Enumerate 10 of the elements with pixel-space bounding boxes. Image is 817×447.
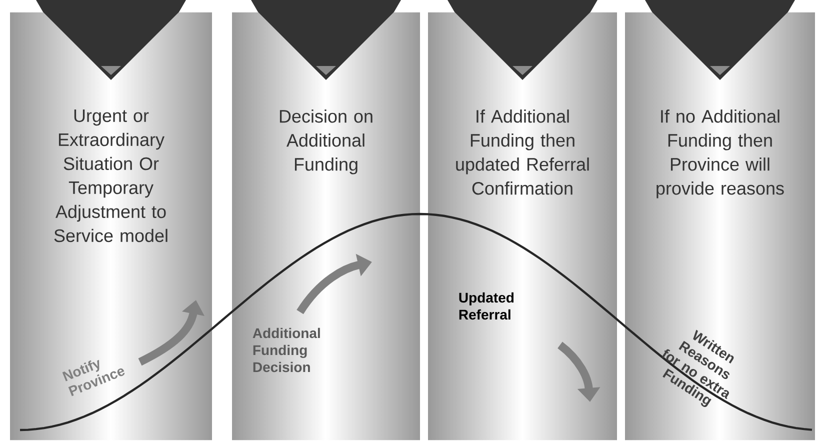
panel: If Additional Funding then updated Referral Confirmation bbox=[448, 0, 598, 195]
node-label: If no Additional Funding then Province will provide reasons bbox=[656, 110, 784, 198]
arrow-label: Additional Funding Decision bbox=[252, 328, 320, 372]
node-label: If Additional Funding then updated Referral Confirmation bbox=[456, 110, 589, 195]
node-label: Urgent or Extraordinary Situation Or Temporary Adjustment to Service model bbox=[54, 110, 168, 242]
node-label: Decision on Additional Funding bbox=[280, 110, 372, 174]
arrow-label: Updated Referral bbox=[459, 292, 514, 320]
panel: Urgent or Extraordinary Situation Or Temporary Adjustment to Service model bbox=[36, 0, 186, 242]
panel: Decision on Additional Funding bbox=[251, 0, 401, 174]
panel: If no Additional Funding then Province will provide reasons bbox=[645, 0, 795, 198]
